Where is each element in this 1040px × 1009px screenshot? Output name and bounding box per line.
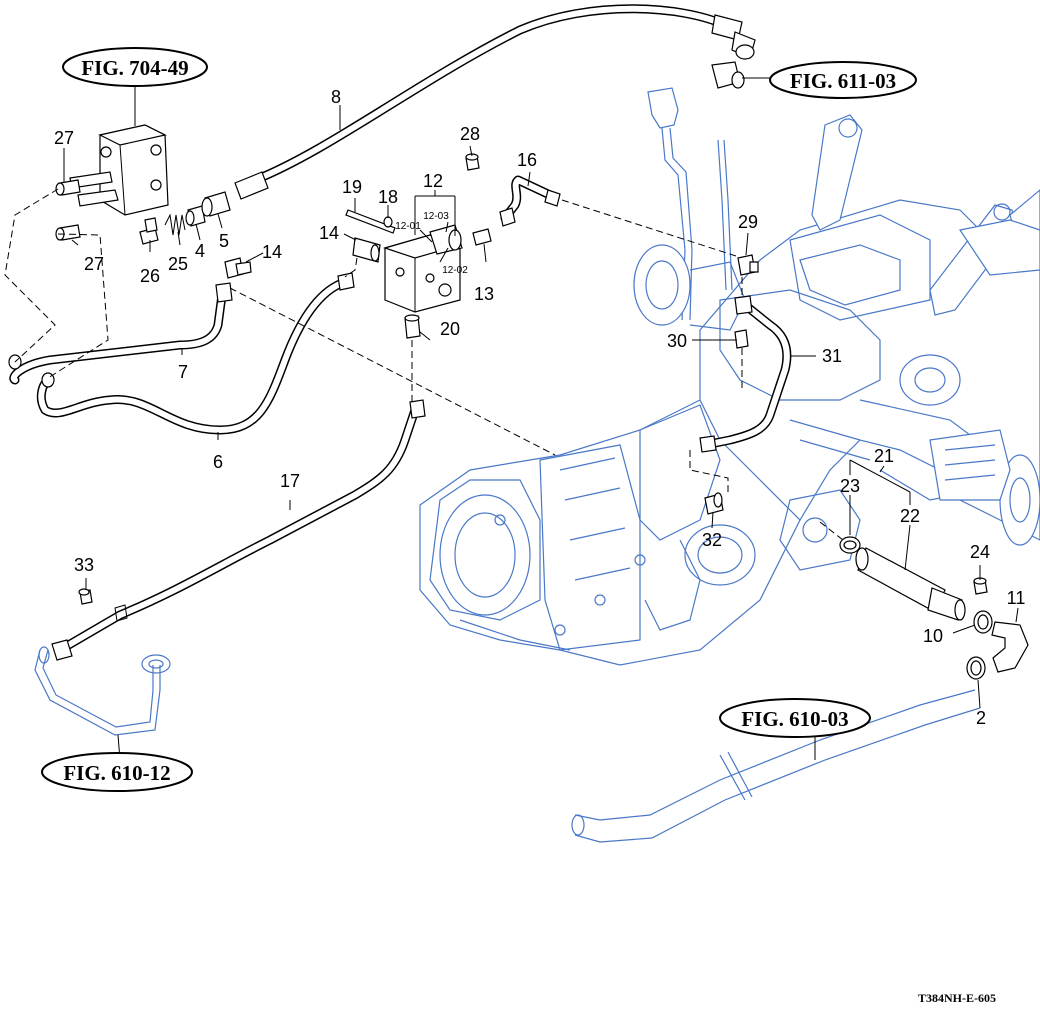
callout-25: 25	[168, 254, 188, 274]
callout-21: 21	[874, 446, 894, 466]
callout-31: 31	[822, 346, 842, 366]
callout-11: 11	[1007, 588, 1026, 608]
fitting-27-upper	[55, 179, 81, 196]
filter-pipe-outline	[34, 646, 171, 736]
transmission-assembly-outline	[419, 87, 1040, 666]
callout-22: 22	[900, 506, 920, 526]
hose-11	[991, 621, 1029, 673]
bolt-28	[465, 153, 480, 171]
callout-20: 20	[440, 319, 460, 339]
nut-4	[185, 205, 206, 227]
pipe-17	[51, 399, 426, 661]
callout-12: 12	[423, 171, 443, 191]
sub-callout-12-02: 12-02	[442, 265, 468, 276]
callout-27-lower: 27	[84, 254, 104, 274]
fitting-32	[704, 492, 724, 515]
leader-lines	[63, 77, 1019, 761]
suction-hose-outline	[571, 689, 981, 843]
bolt-19	[345, 209, 396, 234]
callout-6: 6	[213, 452, 223, 472]
elbow-26	[139, 217, 159, 245]
spring-25	[164, 213, 186, 236]
callout-10: 10	[923, 626, 943, 646]
oring-23	[839, 536, 861, 554]
svg-text:FIG. 610-03: FIG. 610-03	[741, 707, 848, 731]
callout-30: 30	[667, 331, 687, 351]
bolt-24	[973, 577, 988, 595]
clamp-2	[966, 656, 986, 680]
fig-ref-610-03[interactable]: FIG. 610-03	[719, 698, 871, 738]
fitting-14-valve	[352, 237, 381, 263]
adapter-5	[201, 191, 231, 217]
callout-24: 24	[970, 542, 990, 562]
fitting-27-lower	[55, 224, 81, 241]
svg-text:FIG. 610-12: FIG. 610-12	[63, 761, 170, 785]
sub-callout-12-01: 12-01	[395, 221, 421, 232]
callout-13: 13	[474, 284, 494, 304]
callout-4: 4	[195, 241, 205, 261]
svg-text:FIG. 611-03: FIG. 611-03	[790, 69, 896, 93]
sub-callout-12-03: 12-03	[423, 211, 449, 222]
washer-18	[383, 216, 393, 228]
callout-5: 5	[219, 231, 229, 251]
pipe-22	[855, 547, 966, 621]
callout-14-valve: 14	[319, 223, 339, 243]
callout-16: 16	[517, 150, 537, 170]
callout-labels: 27 27 26 25 4 5 8 7 6 17 33 19 18 12 14 …	[54, 87, 1025, 728]
callout-29: 29	[738, 212, 758, 232]
fig-ref-611-03[interactable]: FIG. 611-03	[769, 61, 917, 99]
callout-33: 33	[74, 555, 94, 575]
valve-block-12	[382, 224, 463, 313]
callout-28: 28	[460, 124, 480, 144]
pipe-7	[8, 282, 233, 385]
fig-ref-610-12[interactable]: FIG. 610-12	[41, 752, 193, 792]
dashed-connections	[4, 188, 844, 541]
fitting-611-03	[711, 61, 745, 89]
drawing-code: T384NH-E-605	[918, 991, 996, 1005]
callout-7: 7	[178, 362, 188, 382]
callout-8: 8	[331, 87, 341, 107]
clamp-10	[973, 610, 993, 634]
elbow-29	[737, 254, 759, 276]
callout-23: 23	[840, 476, 860, 496]
svg-text:FIG. 704-49: FIG. 704-49	[81, 56, 188, 80]
lift-valve-body	[69, 124, 169, 216]
callout-17: 17	[280, 471, 300, 491]
callout-2: 2	[976, 708, 986, 728]
bolt-33	[78, 588, 93, 605]
callout-19: 19	[342, 177, 362, 197]
fig-ref-704-49[interactable]: FIG. 704-49	[62, 47, 208, 87]
hose-8	[234, 4, 756, 200]
callout-26: 26	[140, 266, 160, 286]
fitting-20	[404, 314, 421, 339]
callout-27-upper: 27	[54, 128, 74, 148]
fitting-30	[734, 329, 749, 349]
callout-32: 32	[702, 530, 722, 550]
pipe-16	[499, 175, 561, 227]
callout-14-elbow: 14	[262, 242, 282, 262]
elbow-14	[224, 257, 252, 279]
pipe-31	[699, 295, 792, 453]
callout-18: 18	[378, 187, 398, 207]
fitting-13	[472, 228, 492, 246]
